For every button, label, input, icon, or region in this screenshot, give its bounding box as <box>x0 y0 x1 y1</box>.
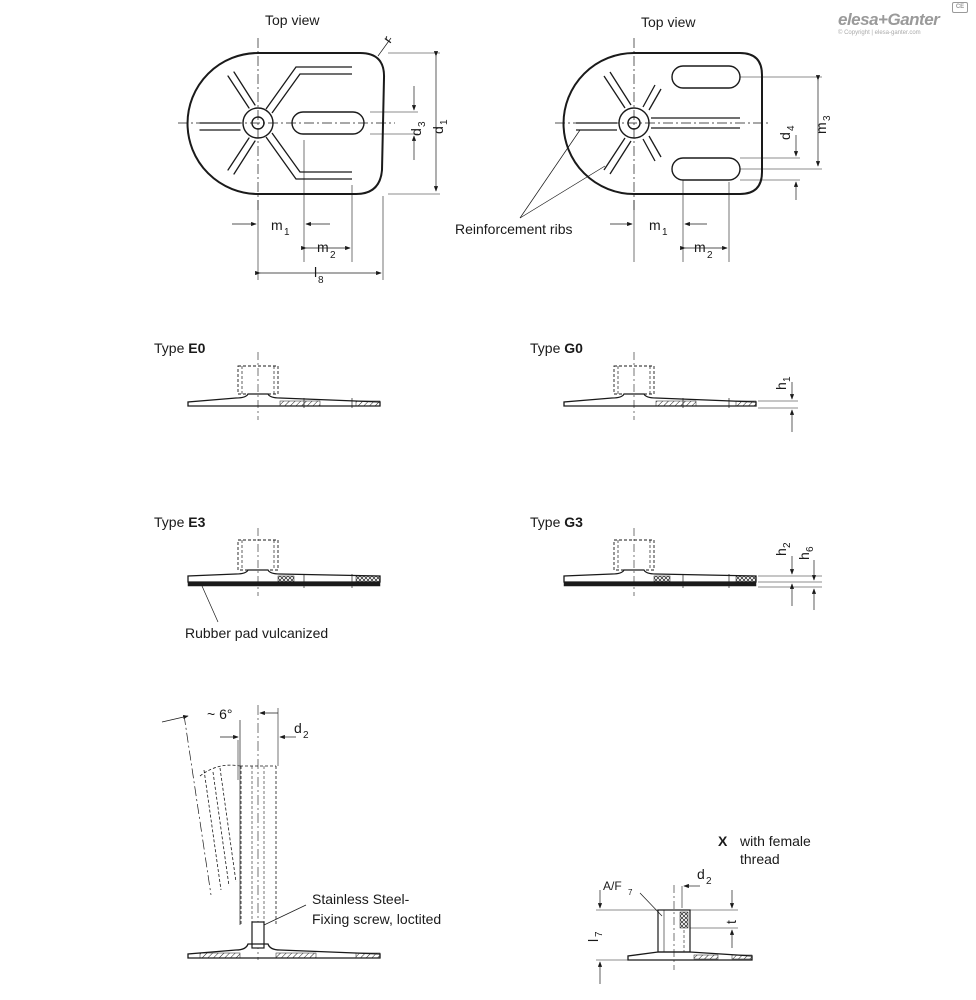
svg-text:7: 7 <box>628 888 633 897</box>
dim-d1: d 1 <box>430 119 450 134</box>
dim-m2-right: m 2 <box>694 239 713 261</box>
brand-logo: elesa+Ganter © Copyright | elesa-ganter.… <box>838 2 968 42</box>
svg-text:m: m <box>317 239 329 255</box>
svg-text:l: l <box>314 264 317 280</box>
dim-m3: m 3 <box>813 115 833 134</box>
svg-text:m: m <box>271 217 283 233</box>
dim-af7: A/F 7 <box>603 879 633 897</box>
dim-r-label: r <box>379 32 395 45</box>
dim-d4: d 4 <box>777 125 797 140</box>
rubber-pad-label: Rubber pad vulcanized <box>185 625 328 641</box>
female-line2: thread <box>740 851 780 867</box>
svg-text:7: 7 <box>594 931 605 937</box>
ce-mark: CE <box>952 2 968 13</box>
svg-text:m: m <box>813 122 829 134</box>
section-type-g3 <box>563 528 822 610</box>
svg-text:h: h <box>773 382 789 390</box>
svg-text:1: 1 <box>284 227 290 238</box>
angle-label: ~ 6° <box>207 706 232 722</box>
dim-m1-left: m 1 <box>271 217 290 238</box>
svg-text:A/F: A/F <box>603 879 622 893</box>
top-view-right-label: Top view <box>641 14 696 30</box>
svg-text:1: 1 <box>662 227 668 238</box>
svg-text:l: l <box>585 939 601 942</box>
type-g0-label: Type G0 <box>530 340 583 356</box>
svg-text:3: 3 <box>417 121 428 127</box>
svg-text:6: 6 <box>805 546 816 552</box>
section-type-g0 <box>563 352 798 432</box>
top-view-left-label: Top view <box>265 12 320 28</box>
type-g3-label: Type G3 <box>530 514 583 530</box>
dim-d2-female: d 2 <box>697 866 712 887</box>
dim-h2: h 2 <box>773 542 793 556</box>
svg-text:3: 3 <box>822 115 833 121</box>
dim-l7: l 7 <box>585 931 605 942</box>
section-type-e3 <box>187 528 381 623</box>
svg-text:d: d <box>777 132 793 140</box>
svg-text:2: 2 <box>706 876 712 887</box>
dim-d2-tilt: d 2 <box>294 720 309 741</box>
svg-text:d: d <box>294 720 302 736</box>
top-view-left <box>178 37 440 280</box>
svg-text:d: d <box>408 128 424 136</box>
dim-t: t <box>723 920 739 924</box>
dim-h6: h 6 <box>796 546 816 560</box>
svg-text:m: m <box>694 239 706 255</box>
svg-text:2: 2 <box>303 730 309 741</box>
svg-text:d: d <box>430 126 446 134</box>
dim-m2-left: m 2 <box>317 239 336 261</box>
dim-d3: d 3 <box>408 121 428 136</box>
reinforcement-ribs-label: Reinforcement ribs <box>455 221 573 237</box>
fixing-screw-line1: Stainless Steel- <box>312 891 410 907</box>
brand-name: elesa+Ganter <box>838 10 940 29</box>
tilt-view <box>161 705 381 960</box>
female-x-label: X <box>718 833 728 849</box>
svg-text:1: 1 <box>439 119 450 125</box>
type-e3-label: Type E3 <box>154 514 206 530</box>
top-view-right <box>519 38 822 262</box>
svg-text:1: 1 <box>782 376 793 382</box>
svg-text:h: h <box>773 548 789 556</box>
svg-text:2: 2 <box>330 250 336 261</box>
svg-text:2: 2 <box>707 250 713 261</box>
fixing-screw-line2: Fixing screw, loctited <box>312 911 441 927</box>
type-e0-label: Type E0 <box>154 340 206 356</box>
svg-text:d: d <box>697 866 705 882</box>
svg-text:h: h <box>796 552 812 560</box>
dim-m1-right: m 1 <box>649 217 668 238</box>
svg-text:2: 2 <box>782 542 793 548</box>
dim-h1: h 1 <box>773 376 793 390</box>
svg-text:m: m <box>649 217 661 233</box>
female-thread-detail <box>596 883 753 984</box>
svg-text:4: 4 <box>786 125 797 131</box>
svg-text:8: 8 <box>318 275 324 286</box>
section-type-e0 <box>187 352 381 420</box>
brand-copyright: © Copyright | elesa-ganter.com <box>838 30 921 36</box>
female-line1: with female <box>739 833 811 849</box>
dim-l8: l 8 <box>314 264 324 286</box>
